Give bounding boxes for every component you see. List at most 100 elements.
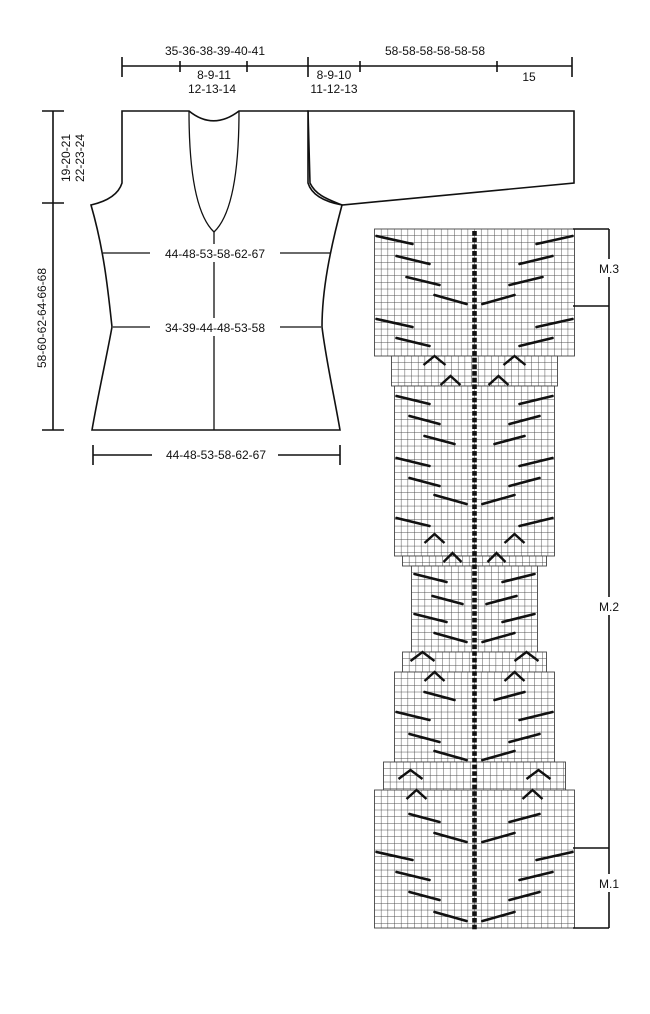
stroke-m1e-left <box>408 890 441 902</box>
center-stitch-mark <box>472 424 477 430</box>
chevron-m3 <box>502 354 527 366</box>
stroke-m2e-right <box>508 476 541 488</box>
stroke-m1b-right <box>481 831 516 844</box>
center-stitch-mark <box>472 604 477 610</box>
chevron-m2f <box>521 788 544 800</box>
center-stitch-mark <box>472 457 477 463</box>
stroke-m2o-left <box>433 749 468 762</box>
stroke-m3b-left <box>395 254 431 266</box>
center-stitch-mark <box>472 864 477 870</box>
center-stitch-mark <box>472 664 477 670</box>
hem-dimension-line <box>92 445 341 465</box>
center-stitch-mark <box>472 697 477 703</box>
chevron-m2e <box>525 768 552 780</box>
stroke-m2n-left <box>408 732 441 744</box>
stroke-m3a-right <box>535 234 574 246</box>
center-stitch-mark <box>472 577 477 583</box>
center-stitch-mark <box>472 377 477 383</box>
center-stitch-mark <box>472 551 477 556</box>
chevron-m3 <box>422 354 447 366</box>
center-stitch-mark <box>472 511 477 516</box>
center-stitch-mark <box>472 304 477 309</box>
sleeve-length-label: 58-58-58-58-58-58 <box>385 44 485 58</box>
center-stitch-mark <box>472 611 477 616</box>
center-stitch-mark <box>472 571 477 576</box>
center-stitch-mark <box>472 851 477 856</box>
stroke-m3d-right <box>481 293 516 306</box>
center-stitch-mark <box>472 437 477 443</box>
center-stitch-mark <box>472 804 477 810</box>
center-stitch-mark <box>472 837 477 843</box>
center-stitch-mark <box>472 344 477 349</box>
center-stitch-mark <box>472 631 477 636</box>
center-stitch-mark <box>472 357 477 363</box>
center-stitch-mark <box>472 691 477 696</box>
center-stitch-mark <box>472 711 477 716</box>
stroke-m2c-right <box>493 434 526 446</box>
chevron-m2e <box>397 768 424 780</box>
stroke-m1f-right <box>481 910 516 923</box>
center-stitch-mark <box>472 824 477 830</box>
stroke-m3c-left <box>405 275 441 287</box>
center-stitch-mark <box>472 857 477 863</box>
center-stitch-mark <box>472 524 477 530</box>
center-stitch-mark <box>472 317 477 323</box>
stroke-m1e-right <box>508 890 541 902</box>
stroke-m2o-right <box>481 749 516 762</box>
center-stitch-mark <box>472 364 477 369</box>
section-label-m1: M.1 <box>599 877 619 891</box>
center-stitch-mark <box>472 484 477 490</box>
chevron-m2a <box>503 532 526 544</box>
center-stitch-mark <box>472 291 477 296</box>
center-stitch-mark <box>472 811 477 816</box>
center-stitch-mark <box>472 471 477 476</box>
stroke-m2l-left <box>423 690 456 702</box>
stroke-m3e-left <box>375 317 414 329</box>
center-stitch-mark <box>472 677 477 683</box>
stroke-m1a-left <box>408 812 441 824</box>
center-stitch-mark <box>472 351 477 356</box>
stroke-m2m-right <box>518 710 554 722</box>
stroke-m2n-right <box>508 732 541 744</box>
stroke-m2f-right <box>481 493 516 506</box>
chart-marks <box>375 231 574 930</box>
waist-label-bg <box>150 318 280 336</box>
top-width-label: 35-36-38-39-40-41 <box>165 44 265 58</box>
center-stitch-mark <box>472 477 477 483</box>
center-stitch-mark <box>472 757 477 763</box>
center-stitch-mark <box>472 331 477 336</box>
center-stitch-mark <box>472 624 477 630</box>
stroke-m1d-right <box>518 870 554 882</box>
center-stitch-mark <box>472 384 477 390</box>
center-stitch-mark <box>472 564 477 570</box>
stroke-m2b-left <box>408 414 441 426</box>
center-stitch-mark <box>472 411 477 416</box>
center-stitch-mark <box>472 264 477 269</box>
center-stitch-mark <box>472 717 477 723</box>
stroke-m3f-right <box>518 336 554 348</box>
center-stitch-mark <box>472 817 477 823</box>
stroke-m2k-right <box>481 631 516 644</box>
stroke-m2i-right <box>485 594 518 606</box>
body-length-label: 58-60-62-64-66-68 <box>35 268 49 368</box>
center-stitch-mark <box>472 684 477 690</box>
neck-width-label-2: 12-13-14 <box>188 82 236 96</box>
stroke-m2k-left <box>433 631 468 644</box>
center-stitch-mark <box>472 504 477 510</box>
center-stitch-mark <box>472 657 477 663</box>
center-stitch-mark <box>472 791 477 796</box>
waist-width-label: 34-39-44-48-53-58 <box>165 321 265 335</box>
center-stitch-mark <box>472 918 477 923</box>
center-stitch-mark <box>472 391 477 396</box>
chevron-m3b <box>487 374 510 386</box>
center-stitch-mark <box>472 704 477 710</box>
center-stitch-mark <box>472 324 477 329</box>
center-stitch-mark <box>472 591 477 596</box>
center-stitch-mark <box>472 737 477 743</box>
stroke-m2j-left <box>413 612 448 624</box>
center-stitch-mark <box>472 924 477 930</box>
stroke-m3b-right <box>518 254 554 266</box>
center-stitch-mark <box>472 497 477 503</box>
